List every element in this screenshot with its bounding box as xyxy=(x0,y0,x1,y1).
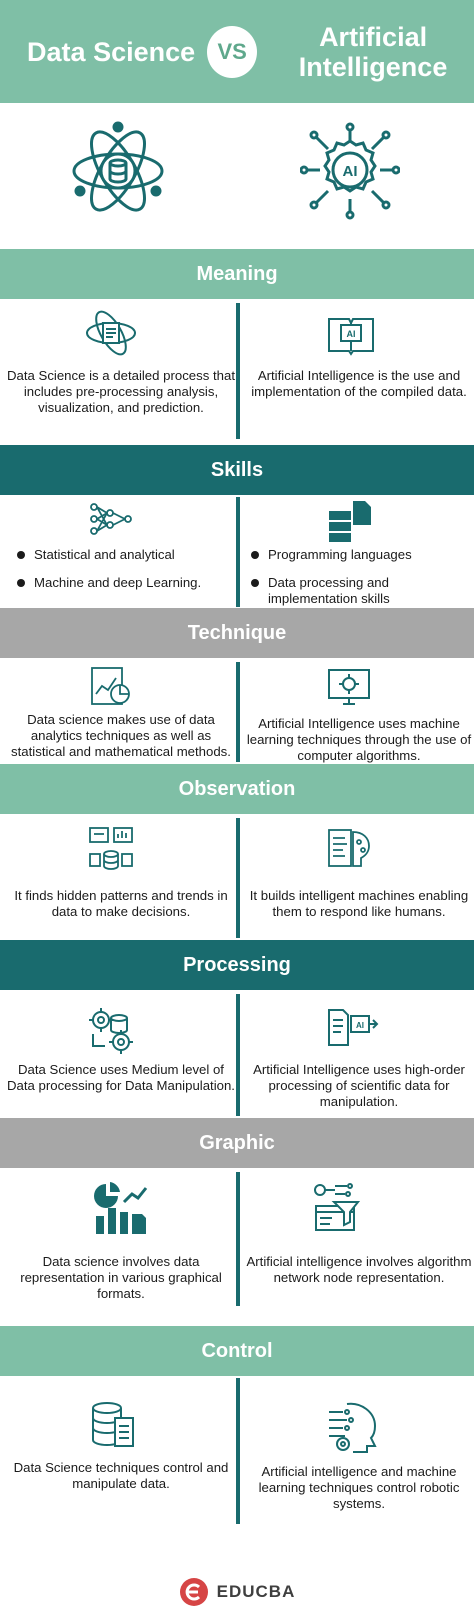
left-title: Data Science xyxy=(27,36,196,67)
divider xyxy=(236,994,240,1116)
monitor-gear-icon xyxy=(328,669,370,705)
control-section: Data Science techniques control and mani… xyxy=(0,1376,474,1572)
skills-left-item: Machine and deep Learning. xyxy=(14,575,234,591)
divider xyxy=(236,662,240,762)
control-header: Control xyxy=(0,1326,474,1376)
header: Data Science VS Artificial Intelligence xyxy=(0,0,474,103)
brand-name: EDUCBA xyxy=(216,1582,296,1601)
divider xyxy=(236,497,240,607)
neural-network-icon xyxy=(90,503,132,535)
graphic-left-text: Data science involves data representatio… xyxy=(20,1254,222,1301)
control-left-text: Data Science techniques control and mani… xyxy=(13,1460,229,1491)
dashboard-database-icon xyxy=(89,827,133,870)
skills-right-item: Data processing and implementation skill… xyxy=(248,575,468,607)
processing-right-text: Artificial Intelligence uses high-order … xyxy=(253,1062,465,1109)
divider xyxy=(236,1378,240,1524)
database-document-icon xyxy=(329,501,371,542)
vs-badge: VS xyxy=(207,25,258,78)
observation-header: Observation xyxy=(0,764,474,814)
divider xyxy=(236,818,240,938)
meaning-left-text: Data Science is a detailed process that … xyxy=(7,368,235,415)
educba-logo-icon xyxy=(179,1578,208,1606)
divider xyxy=(236,1172,240,1306)
svg-text:AI: AI xyxy=(343,163,358,180)
graphic-section: Data science involves data representatio… xyxy=(0,1168,474,1322)
skills-section: Statistical and analytical Machine and d… xyxy=(0,495,474,608)
skills-left-item: Statistical and analytical xyxy=(14,547,234,563)
footer: EDUCBA xyxy=(0,1572,474,1612)
robot-head-icon xyxy=(329,1402,377,1453)
meaning-header: Meaning xyxy=(0,249,474,299)
observation-left-text: It finds hidden patterns and trends in d… xyxy=(14,888,228,919)
technique-right-text: Artificial Intelligence uses machine lea… xyxy=(246,716,472,763)
control-right-text: Artificial intelligence and machine lear… xyxy=(258,1464,460,1511)
graphic-right-text: Artificial intelligence involves algorit… xyxy=(246,1254,472,1285)
svg-text:AI: AI xyxy=(347,329,356,339)
observation-section: It finds hidden patterns and trends in d… xyxy=(0,814,474,940)
ai-circuit-icon: AI xyxy=(300,122,400,220)
right-title: Artificial Intelligence xyxy=(298,21,448,82)
divider xyxy=(236,303,240,439)
hero-icons: AI xyxy=(0,103,474,256)
database-server-icon xyxy=(92,1402,134,1447)
document-atom-icon xyxy=(86,310,136,356)
processing-section: AI Data Science uses Medium level of Dat… xyxy=(0,990,474,1118)
ai-book-icon: AI xyxy=(328,318,374,356)
network-funnel-icon xyxy=(314,1183,361,1231)
skills-right-item: Programming languages xyxy=(248,547,468,563)
processing-header: Processing xyxy=(0,940,474,990)
analytics-report-icon xyxy=(91,667,130,705)
skills-header: Skills xyxy=(0,445,474,495)
processing-left-text: Data Science uses Medium level of Data p… xyxy=(7,1062,235,1093)
code-brain-icon xyxy=(328,829,370,867)
svg-text:AI: AI xyxy=(356,1021,364,1030)
ai-chip-document-icon: AI xyxy=(328,1009,379,1046)
technique-header: Technique xyxy=(0,608,474,658)
meaning-section: AI Data Science is a detailed process th… xyxy=(0,299,474,445)
meaning-right-text: Artificial Intelligence is the use and i… xyxy=(251,368,467,399)
charts-icon xyxy=(94,1182,148,1234)
atom-database-icon xyxy=(72,121,164,212)
gears-database-icon xyxy=(89,1008,133,1054)
technique-left-text: Data science makes use of data analytics… xyxy=(11,712,231,759)
technique-section: Data science makes use of data analytics… xyxy=(0,658,474,764)
graphic-header: Graphic xyxy=(0,1118,474,1168)
observation-right-text: It builds intelligent machines enabling … xyxy=(249,888,469,919)
